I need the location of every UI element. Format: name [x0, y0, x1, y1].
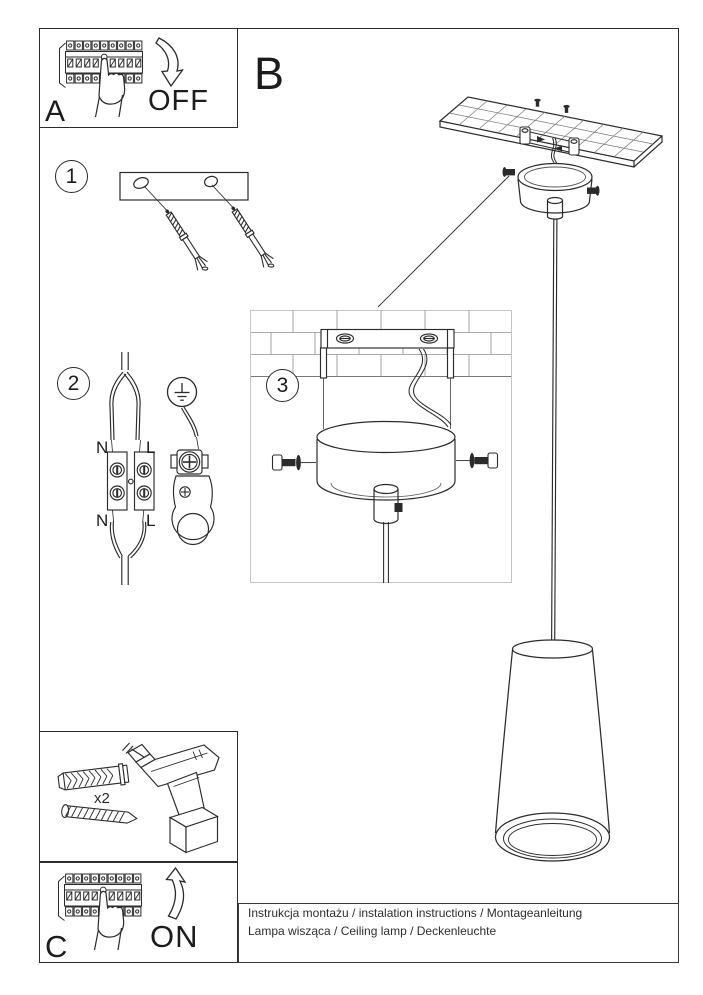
step-3-badge: 3	[266, 369, 299, 402]
detail-leader-line	[377, 175, 510, 308]
line-label-bottom: L	[146, 511, 156, 530]
step-2-number: 2	[67, 371, 80, 395]
panel-c-label: C	[45, 929, 68, 964]
ceiling-canopy-drawing	[502, 162, 600, 220]
earth-symbol-icon	[166, 376, 198, 408]
ceiling-plate-drawing	[438, 96, 664, 168]
footer-line-2: Lampa wisząca / Ceiling lamp / Deckenleu…	[248, 924, 497, 938]
breaker-on-label: ON	[150, 919, 199, 954]
off-arrow-icon	[155, 37, 184, 88]
neutral-label-bottom: N	[96, 511, 109, 530]
step-2-badge: 2	[57, 367, 90, 400]
canopy-screw-right-icon	[456, 452, 499, 469]
footer-title-block	[238, 903, 679, 963]
canopy-detail-drawing	[316, 420, 456, 583]
step-1-badge: 1	[55, 160, 88, 193]
plate-screws-icon	[534, 98, 570, 113]
step-1-number: 1	[65, 164, 78, 188]
footer-line-1: Instrukcja montażu / instalation instruc…	[248, 906, 583, 920]
line-label-top: L	[146, 438, 156, 457]
panel-a-label: A	[45, 95, 66, 128]
neutral-label-top: N	[96, 438, 109, 457]
mounting-bracket-drawing	[319, 328, 455, 429]
on-arrow-icon	[165, 866, 187, 920]
anchor-screw-left-icon	[159, 205, 212, 276]
terminal-block-drawing	[106, 352, 155, 585]
mounting-screw-icon	[61, 804, 138, 824]
wall-plug-icon	[57, 763, 130, 791]
drill-icon	[122, 742, 220, 854]
section-b-label: B	[254, 48, 285, 99]
lamp-shade-drawing	[494, 639, 611, 862]
earth-clamp-drawing	[170, 406, 215, 546]
pendant-cord-drawing	[551, 218, 558, 647]
anchor-quantity-label: x2	[94, 790, 110, 807]
canopy-screw-left-icon	[271, 454, 316, 471]
step-3-number: 3	[276, 373, 289, 397]
canopy-side-bolts-icon	[502, 167, 600, 196]
breaker-off-label: OFF	[148, 85, 209, 117]
anchor-screw-right-icon	[225, 202, 278, 273]
wall-plate-drawing	[119, 171, 249, 210]
